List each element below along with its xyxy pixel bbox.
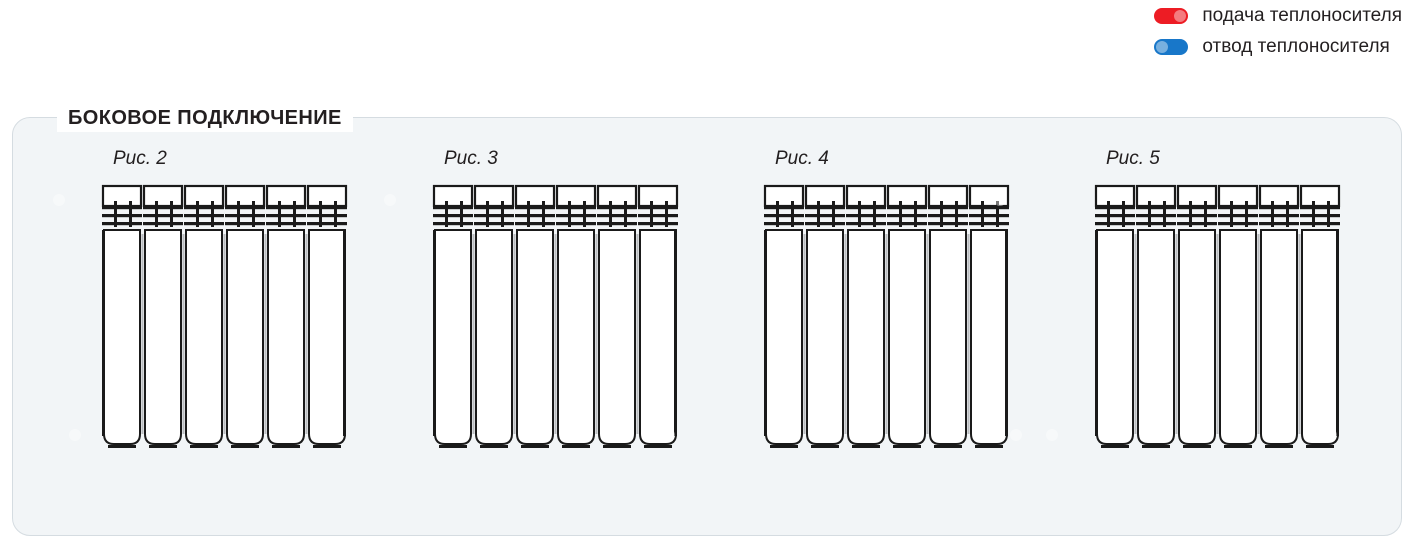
radiator-graphic: [1094, 184, 1341, 448]
pill-red-icon: [1154, 7, 1189, 24]
radiator-graphic: [432, 184, 679, 448]
figure-label: Рис. 4: [775, 148, 829, 169]
radiator-graphic: [101, 184, 348, 448]
radiator-graphic: [763, 184, 1010, 448]
figure-fig3: Рис. 3: [384, 148, 718, 508]
panel-title: БОКОВОЕ ПОДКЛЮЧЕНИЕ: [57, 104, 353, 132]
legend: подача теплоносителя отвод теплоносителя: [1154, 6, 1402, 56]
radiator-fig4: [719, 184, 1049, 504]
pill-blue-icon: [1154, 38, 1189, 55]
figure-fig2: Рис. 2: [53, 148, 387, 508]
radiator-fig2: [53, 184, 387, 504]
figure-label: Рис. 2: [113, 148, 167, 169]
figure-fig4: Рис. 4: [719, 148, 1049, 508]
radiator-fig3: [384, 184, 718, 504]
figure-label: Рис. 3: [444, 148, 498, 169]
figure-label: Рис. 5: [1106, 148, 1160, 169]
legend-label-return: отвод теплоносителя: [1202, 36, 1390, 57]
legend-label-supply: подача теплоносителя: [1202, 5, 1402, 26]
legend-item-supply: подача теплоносителя: [1154, 6, 1402, 25]
figure-list: Рис. 2 Рис. 3: [13, 118, 1401, 535]
side-connection-panel: БОКОВОЕ ПОДКЛЮЧЕНИЕ Рис. 2 Рис. 3: [12, 104, 1402, 536]
figure-fig5: Рис. 5: [1046, 148, 1380, 508]
radiator-fig5: [1046, 184, 1380, 504]
legend-item-return: отвод теплоносителя: [1154, 36, 1390, 57]
